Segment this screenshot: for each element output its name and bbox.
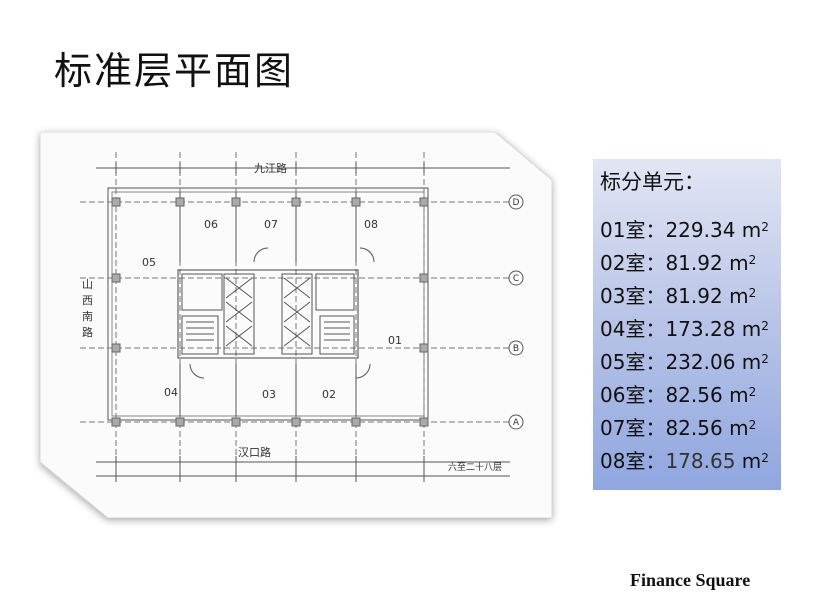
room-label-03: 03	[262, 388, 276, 401]
brand-text: Finance Square	[630, 570, 751, 590]
unit-room: 03室：	[600, 284, 666, 308]
unit-exponent: 2	[761, 319, 769, 333]
unit-room: 02室：	[600, 251, 666, 275]
axis-marker-d: D	[513, 198, 520, 208]
street-left-char-3: 南	[82, 310, 93, 323]
unit-item-05: 05室：232.06 m2	[600, 350, 790, 375]
room-label-04: 04	[164, 386, 178, 399]
unit-item-02: 02室：81.92 m2	[600, 251, 790, 276]
unit-area: 232.06	[665, 350, 736, 374]
unit-room: 08室：	[600, 449, 666, 473]
floor-note: 六至二十八层	[448, 461, 502, 473]
street-left-char-4: 路	[82, 326, 93, 339]
unit-area: 173.28	[665, 317, 736, 341]
page-title: 标准层平面图	[54, 49, 295, 93]
unit-item-01: 01室：229.34 m2	[600, 218, 790, 243]
units-list: 01室：229.34 m2 02室：81.92 m2 03室：81.92 m2 …	[600, 218, 790, 482]
room-label-07: 07	[264, 218, 278, 231]
street-top-label: 九江路	[254, 162, 287, 175]
street-bottom-label: 汉口路	[238, 446, 271, 459]
unit-room: 01室：	[600, 218, 666, 242]
room-label-02: 02	[322, 388, 336, 401]
street-left-char-2: 西	[82, 294, 93, 307]
unit-item-08: 08室：178.65 m2	[600, 449, 790, 474]
unit-measure: m	[741, 218, 762, 242]
room-label-06: 06	[204, 218, 218, 231]
unit-measure: m	[741, 449, 762, 473]
unit-area: 178.65	[665, 449, 736, 473]
unit-item-06: 06室：82.56 m2	[600, 383, 790, 408]
unit-exponent: 2	[761, 220, 769, 234]
room-label-08: 08	[364, 218, 378, 231]
axis-marker-b: B	[513, 344, 519, 354]
unit-measure: m	[729, 383, 749, 407]
axis-marker-a: A	[513, 418, 520, 428]
unit-room: 06室：	[600, 383, 666, 407]
unit-item-04: 04室：173.28 m2	[600, 317, 790, 342]
unit-room: 04室：	[600, 317, 666, 341]
unit-room: 05室：	[600, 350, 666, 374]
unit-exponent: 2	[748, 253, 757, 267]
unit-exponent: 2	[748, 385, 757, 399]
unit-area: 81.92	[665, 284, 723, 308]
floor-plan-image: D C B A 九江路 汉口路 山 西 南 路 六至二十八层 06 07 08 …	[40, 132, 552, 518]
units-panel-title: 标分单元：	[600, 170, 705, 194]
unit-area: 82.56	[665, 416, 723, 440]
unit-area: 81.92	[665, 251, 723, 275]
unit-exponent: 2	[761, 451, 769, 465]
floor-plan-drawing: D C B A 九江路 汉口路 山 西 南 路 六至二十八层 06 07 08 …	[40, 132, 552, 518]
unit-measure: m	[741, 317, 762, 341]
room-label-01: 01	[388, 334, 402, 347]
room-label-05: 05	[142, 256, 156, 269]
unit-area: 82.56	[665, 383, 723, 407]
unit-item-07: 07室：82.56 m2	[600, 416, 790, 441]
unit-room: 07室：	[600, 416, 666, 440]
axis-marker-c: C	[513, 274, 519, 284]
unit-exponent: 2	[761, 352, 769, 366]
unit-item-03: 03室：81.92 m2	[600, 284, 790, 309]
units-panel-background	[593, 159, 781, 490]
unit-exponent: 2	[748, 286, 757, 300]
unit-measure: m	[729, 251, 749, 275]
unit-measure: m	[729, 416, 749, 440]
unit-area: 229.34	[665, 218, 736, 242]
unit-measure: m	[741, 350, 762, 374]
unit-exponent: 2	[748, 418, 757, 432]
street-left-char-1: 山	[82, 278, 93, 291]
unit-measure: m	[729, 284, 749, 308]
